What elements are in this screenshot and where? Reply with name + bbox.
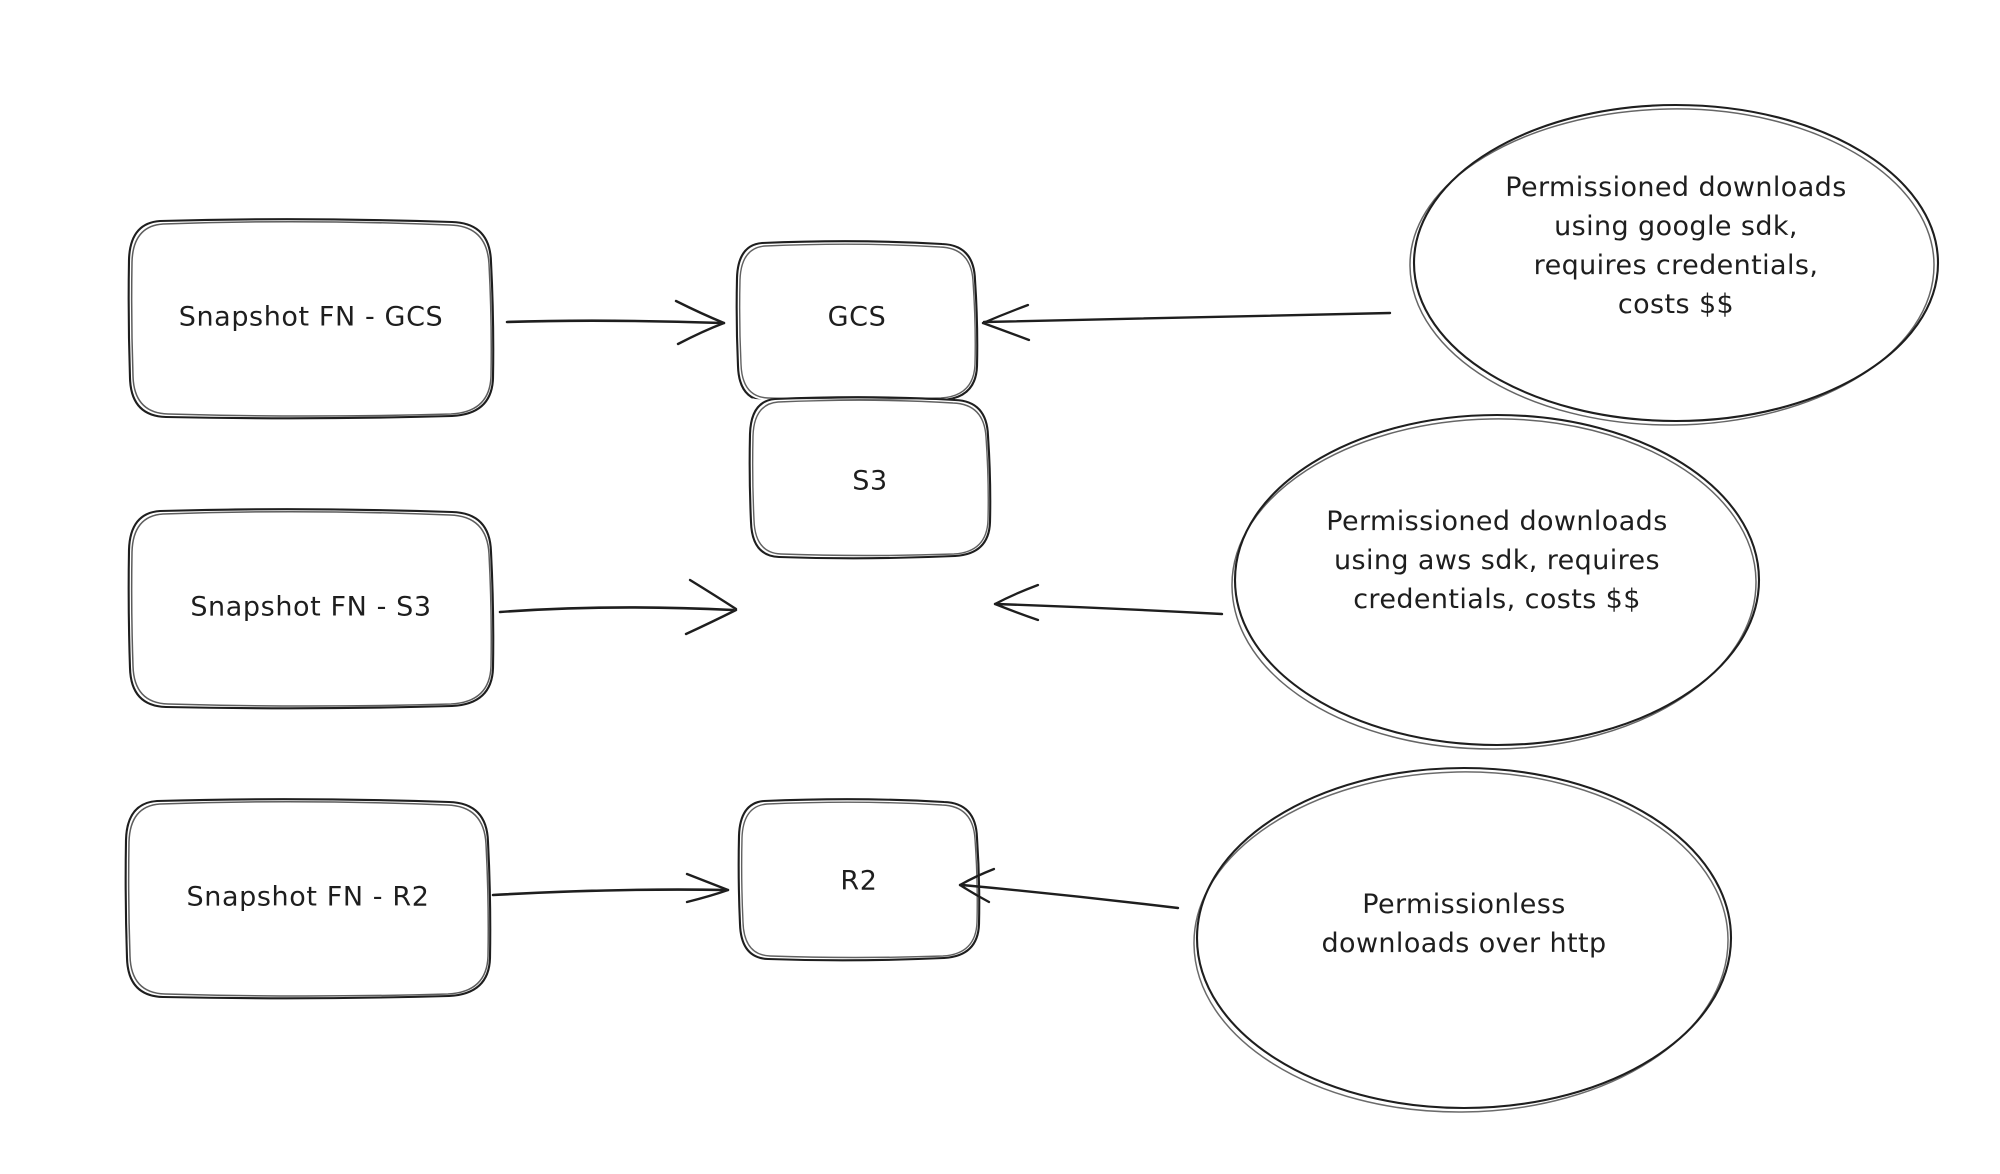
note-s3-line-1: Permissioned downloads [1326,506,1667,537]
node-gcs[interactable]: GCS [735,240,979,404]
node-label-gcs: GCS [828,302,887,333]
node-snapshot-fn-gcs[interactable]: Snapshot FN - GCS [127,218,495,420]
note-gcs-line-3: requires credentials, [1534,250,1819,281]
node-s3[interactable]: S3 [748,396,992,560]
arrow-snapshot-fn-r2-to-r2 [491,872,730,904]
node-label-s3: S3 [852,466,888,497]
arrow-note-gcs-to-gcs [981,303,1392,342]
note-gcs-line-4: costs $$ [1618,289,1734,320]
note-gcs-permissioned[interactable]: Permissioned downloads using google sdk,… [1409,103,1940,426]
note-r2-permissionless[interactable]: Permissionless downloads over http [1193,766,1733,1113]
node-label-snapshot-fn-r2: Snapshot FN - R2 [187,882,430,913]
note-r2-line-2: downloads over http [1321,928,1606,959]
node-r2[interactable]: R2 [737,798,981,962]
note-r2-line-1: Permissionless [1362,889,1565,920]
node-snapshot-fn-s3[interactable]: Snapshot FN - S3 [127,508,495,710]
note-s3-line-3: credentials, costs $$ [1353,584,1641,615]
note-gcs-line-2: using google sdk, [1554,211,1798,242]
arrow-note-r2-to-r2 [958,867,1180,910]
note-s3-permissioned[interactable]: Permissioned downloads using aws sdk, re… [1231,413,1761,750]
node-snapshot-fn-r2[interactable]: Snapshot FN - R2 [124,798,492,1000]
arrow-snapshot-fn-gcs-to-gcs [505,299,726,346]
note-s3-line-2: using aws sdk, requires [1334,545,1660,576]
arrow-snapshot-fn-s3-to-s3 [498,578,738,636]
node-label-snapshot-fn-gcs: Snapshot FN - GCS [179,302,444,333]
node-label-r2: R2 [840,866,877,897]
node-label-snapshot-fn-s3: Snapshot FN - S3 [190,592,431,623]
note-gcs-line-1: Permissioned downloads [1505,172,1846,203]
arrow-note-s3-to-s3 [993,583,1224,622]
